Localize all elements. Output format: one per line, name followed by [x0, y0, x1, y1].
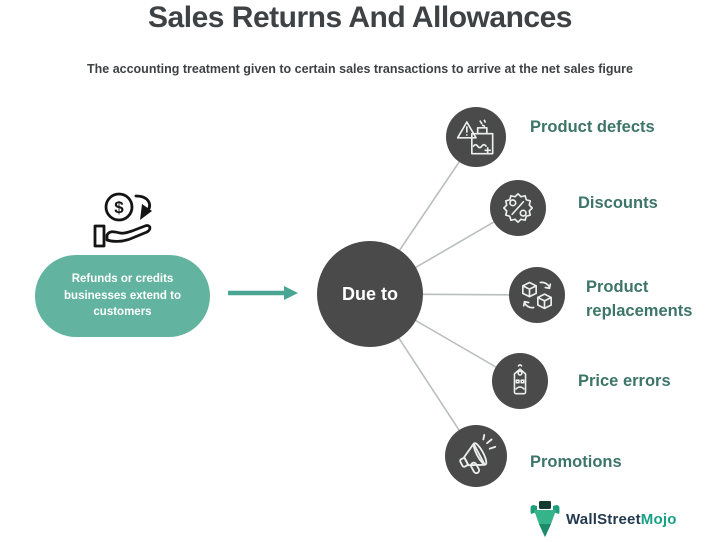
cause-node-price-errors	[492, 353, 548, 409]
refund-hand-coin-icon: $	[92, 190, 162, 257]
megaphone-icon	[459, 434, 497, 475]
cause-node-product-defects	[446, 107, 506, 167]
cause-label-product-replacements: Product replacements	[586, 278, 693, 320]
cause-label-discounts: Discounts	[578, 194, 658, 212]
source-box: Refunds or credits businesses extend to …	[35, 255, 210, 337]
percent-discount-badge-icon	[503, 193, 533, 224]
brand-name-primary: WallStreet	[566, 510, 641, 528]
cause-node-discounts	[490, 180, 546, 236]
flow-arrow	[226, 284, 300, 307]
cause-label-price-errors: Price errors	[578, 372, 671, 390]
hub-circle: Due to	[317, 241, 423, 347]
svg-text:$: $	[114, 198, 124, 217]
bull-logo-icon	[530, 501, 560, 537]
page-title: Sales Returns And Allowances	[148, 1, 572, 34]
cause-node-promotions	[445, 425, 507, 487]
cause-node-product-replacements	[509, 267, 565, 323]
sad-price-tag-icon	[513, 363, 527, 395]
cause-label-promotions: Promotions	[530, 453, 622, 471]
hub-label: Due to	[342, 283, 398, 304]
product-exchange-boxes-icon	[522, 281, 552, 310]
damaged-box-warning-icon	[456, 119, 494, 155]
page-subtitle: The accounting treatment given to certai…	[87, 62, 633, 76]
brand-logo-text: WallStreetMojo	[566, 511, 677, 528]
brand-name-secondary: Mojo	[640, 510, 677, 528]
brand-logo: WallStreetMojo	[528, 499, 677, 539]
cause-label-product-defects: Product defects	[530, 118, 655, 136]
